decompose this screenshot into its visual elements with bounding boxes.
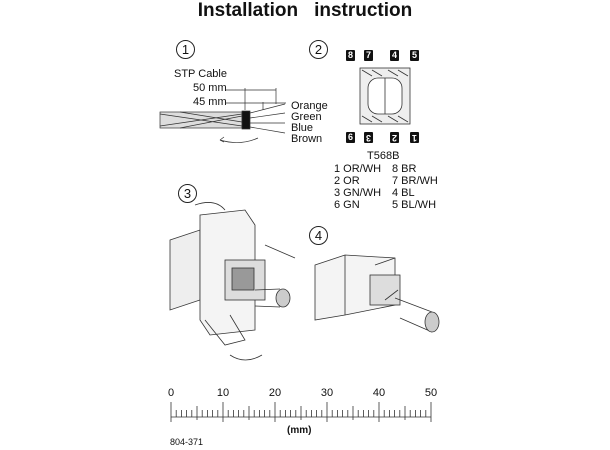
step-number-4: 4: [309, 226, 328, 245]
pin-label: 1: [410, 132, 420, 143]
ruler-label: 20: [268, 387, 282, 399]
step-number-1: 1: [176, 40, 195, 59]
wire-color: Brown: [291, 133, 323, 145]
cable-drawing: [159, 88, 286, 143]
pin-label: 7: [364, 50, 374, 61]
wiring-entry: 8 BR: [392, 163, 417, 175]
wiring-entry: 6 GN: [334, 199, 360, 211]
page-title: Installation instruction: [0, 0, 610, 22]
title-word: instruction: [314, 0, 413, 21]
ruler-label: 0: [167, 387, 175, 399]
ruler-label: 30: [320, 387, 334, 399]
wire-color: Green: [291, 111, 322, 123]
dim-inner: 45 mm: [193, 96, 227, 108]
wiring-entry: 4 BL: [392, 187, 415, 199]
pin-label: 8: [346, 50, 356, 61]
pin-label: 3: [364, 132, 374, 143]
ruler-label: 10: [216, 387, 230, 399]
wiring-entry: 1 OR/WH: [334, 163, 382, 175]
pin-label: 5: [410, 50, 420, 61]
wire-color: Blue: [291, 122, 314, 134]
step-number-3: 3: [178, 184, 197, 203]
assembly-step-4: [314, 254, 440, 333]
ruler-label: 50: [424, 387, 438, 399]
wire-color: Orange: [291, 100, 328, 112]
part-number: 804-371: [170, 437, 204, 447]
wiring-entry: 2 OR: [334, 175, 360, 187]
pin-label: 2: [390, 132, 400, 143]
wiring-entry: 3 GN/WH: [334, 187, 382, 199]
pin-label: 6: [346, 132, 356, 143]
ruler: [170, 402, 432, 422]
wiring-entry: 5 BL/WH: [392, 199, 437, 211]
ruler-unit: (mm): [287, 425, 312, 436]
wiring-entry: 7 BR/WH: [392, 175, 438, 187]
step-number-2: 2: [309, 40, 328, 59]
pin-label: 4: [390, 50, 400, 61]
cable-label: STP Cable: [174, 68, 227, 80]
dim-outer: 50 mm: [193, 82, 227, 94]
ruler-label: 40: [372, 387, 386, 399]
title-word: Installation: [197, 0, 299, 21]
connector-front-view: [359, 67, 411, 125]
assembly-step-3: [169, 202, 296, 361]
wiring-standard: T568B: [367, 150, 400, 162]
